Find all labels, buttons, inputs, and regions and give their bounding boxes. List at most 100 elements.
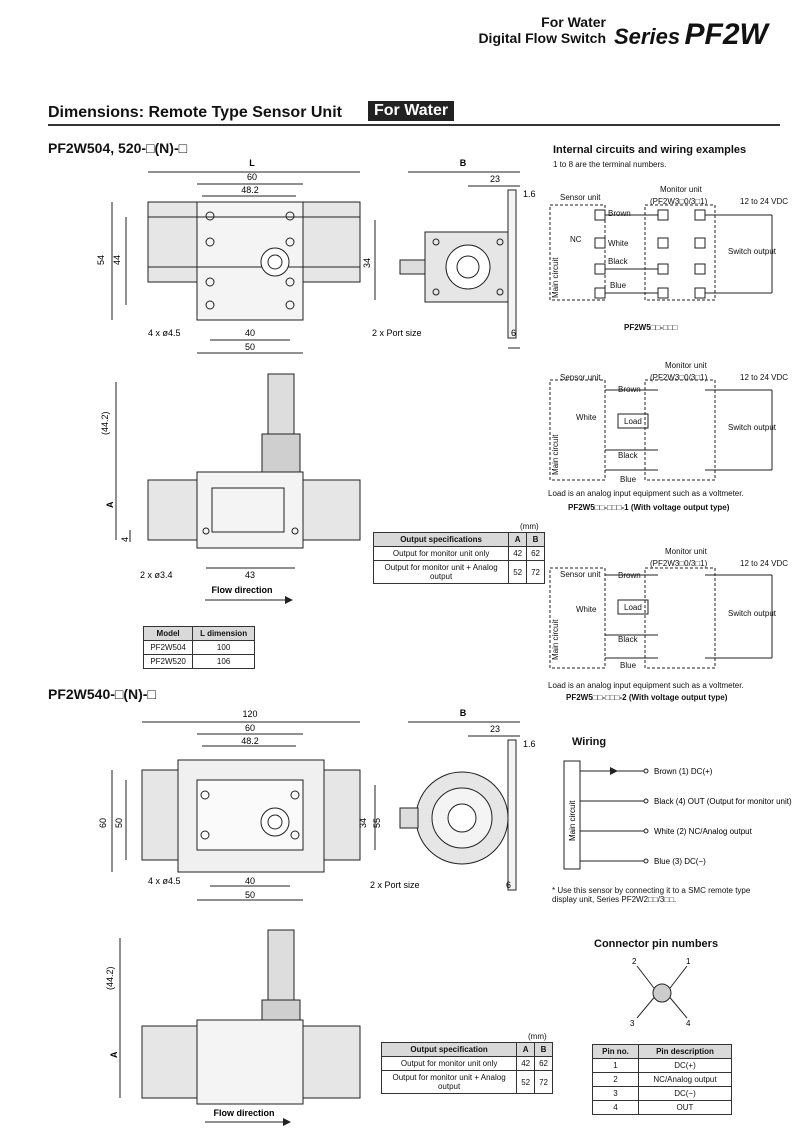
table-cell: 52 xyxy=(508,560,528,584)
table-cell: 72 xyxy=(534,1070,553,1094)
sensor-unit-label-1: Sensor unit xyxy=(560,193,601,202)
header-subtitle: For Water Digital Flow Switch xyxy=(430,14,606,46)
dim-50: 50 xyxy=(245,342,255,352)
section-title: Dimensions: Remote Type Sensor Unit xyxy=(48,104,342,121)
table-cell: PF2W520 xyxy=(142,654,194,669)
spec-table1: Output specifications A B Output for mon… xyxy=(372,532,545,584)
dim-A: A xyxy=(105,501,115,508)
table-cell: DC(−) xyxy=(637,1086,733,1101)
wire-white-1: White xyxy=(608,239,629,248)
wiring-title: Wiring xyxy=(572,736,607,748)
main-circuit-box xyxy=(563,760,581,870)
table-row: 3 DC(−) xyxy=(592,1086,733,1101)
pin-table: Pin no. Pin description 1 DC(+) 2 NC/Ana… xyxy=(592,1044,733,1115)
main-circuit-3: Main circuit xyxy=(551,619,560,660)
pin-table-header: Pin no. xyxy=(592,1044,639,1059)
table-cell: 72 xyxy=(526,560,545,584)
circuits-subtitle: 1 to 8 are the terminal numbers. xyxy=(553,160,667,169)
circuit-caption-3: PF2W5□□-□□□-2 (With voltage output type) xyxy=(566,693,728,702)
dim-50-v: 50 xyxy=(114,818,124,828)
table-row: Output for monitor unit only 42 62 xyxy=(380,1056,553,1071)
monitor-unit-box-2 xyxy=(644,379,716,481)
part1-title: PF2W504, 520-□(N)-□ xyxy=(48,140,188,156)
circuits-title: Internal circuits and wiring examples xyxy=(553,144,747,156)
spec-table1-unit: (mm) xyxy=(520,522,539,531)
header-line2: Digital Flow Switch xyxy=(478,30,606,46)
circuit-caption-1: PF2W5□□-□□□ xyxy=(624,323,678,332)
wire-blue-2: Blue xyxy=(620,475,637,484)
wiring-item: Blue (3) DC(−) xyxy=(654,857,706,866)
main-circuit-2: Main circuit xyxy=(551,434,560,475)
connector-title: Connector pin numbers xyxy=(594,938,719,950)
spec-table2-header: A xyxy=(516,1042,536,1057)
wiring-item: Brown (1) DC(+) xyxy=(654,767,713,776)
table-cell: Output for monitor unit + Analog output xyxy=(372,560,510,584)
section-badge: For Water xyxy=(368,101,455,121)
dim-50: 50 xyxy=(245,890,255,900)
pin-label: 2 xyxy=(632,957,637,966)
wiring-item: Black (4) OUT (Output for monitor unit) xyxy=(654,797,792,806)
cable-connector xyxy=(267,373,295,435)
connector-pin-diagram: 2 1 3 4 xyxy=(630,957,691,1028)
supply-1: 12 to 24 VDC xyxy=(740,197,788,206)
monitor-model-3: (PF2W3□0/3□1) xyxy=(650,559,708,568)
dim-port: 2 x Port size xyxy=(370,880,420,890)
load-box-3 xyxy=(617,599,649,615)
circuit-diagrams: Sensor unit Monitor unit (PF2W3□0/3□1) 1… xyxy=(548,185,788,690)
table-cell: DC(+) xyxy=(637,1058,733,1073)
dim-60-v: 60 xyxy=(98,818,108,828)
table-row: Output for monitor unit + Analog output … xyxy=(380,1070,553,1094)
pin-label: 1 xyxy=(686,957,691,966)
sensor-unit-box-3 xyxy=(549,567,606,669)
wiring-note: * Use this sensor by connecting it to a … xyxy=(552,886,751,904)
wire-brown-1: Brown xyxy=(608,209,631,218)
pin-label: 4 xyxy=(686,1019,691,1028)
dim-A: A xyxy=(109,1051,119,1058)
table-cell: 3 xyxy=(592,1086,639,1101)
table-cell: 42 xyxy=(516,1056,536,1071)
table-cell: PF2W504 xyxy=(142,640,194,655)
dim-34: 34 xyxy=(362,258,372,268)
dim-23: 23 xyxy=(490,174,500,184)
table-row: 1 DC(+) xyxy=(592,1058,733,1073)
dim-44-2: (44.2) xyxy=(100,411,110,435)
table-cell: OUT xyxy=(637,1100,733,1115)
dim-6: 6 xyxy=(511,328,516,338)
table-cell: 1 xyxy=(592,1058,639,1073)
table-row: 2 NC/Analog output xyxy=(592,1072,733,1087)
flow-arrow-head-2 xyxy=(283,1118,291,1126)
table-cell: NC/Analog output xyxy=(637,1072,733,1087)
table-cell: 4 xyxy=(592,1100,639,1115)
sensor-unit-box-1 xyxy=(549,204,606,301)
dim-60: 60 xyxy=(247,172,257,182)
dim-44: 44 xyxy=(112,255,122,265)
monitor-model-2: (PF2W3□0/3□1) xyxy=(650,373,708,382)
monitor-unit-label-1: Monitor unit xyxy=(660,185,703,194)
model-table-header: Model xyxy=(142,626,194,641)
part2-drawings: 120 60 48.2 60 50 34 55 4 x ø4.5 40 50 B… xyxy=(98,708,536,1126)
table-row: 4 OUT xyxy=(592,1100,733,1115)
spec-table2: Output specification A B Output for moni… xyxy=(380,1042,553,1094)
model-table-header: L dimension xyxy=(192,626,255,641)
diode-icon xyxy=(610,767,618,775)
wiring-item: White (2) NC/Analog output xyxy=(654,827,753,836)
header-series: Series PF2W xyxy=(614,18,768,52)
table-cell: Output for monitor unit only xyxy=(380,1056,518,1071)
wiring-main-circuit: Main circuit xyxy=(568,800,577,841)
wire-blue-1: Blue xyxy=(610,281,627,290)
load-label-2: Load xyxy=(624,417,642,426)
load-label-3: Load xyxy=(624,603,642,612)
monitor-unit-label-2: Monitor unit xyxy=(665,361,708,370)
series-model: PF2W xyxy=(684,18,768,51)
switch-output-2: Switch output xyxy=(728,423,777,432)
pin-label: 3 xyxy=(630,1019,635,1028)
switch-output-3: Switch output xyxy=(728,609,777,618)
dim-120: 120 xyxy=(242,709,257,719)
wiring-diagram: Main circuit Brown (1) DC(+) Black (4) O… xyxy=(563,760,792,870)
dim-55: 55 xyxy=(372,818,382,828)
cable-connector-2 xyxy=(267,929,295,1001)
supply-3: 12 to 24 VDC xyxy=(740,559,788,568)
dim-holes2: 2 x ø3.4 xyxy=(140,570,173,580)
dim-48-2: 48.2 xyxy=(241,185,259,195)
wire-black-2: Black xyxy=(618,451,639,460)
